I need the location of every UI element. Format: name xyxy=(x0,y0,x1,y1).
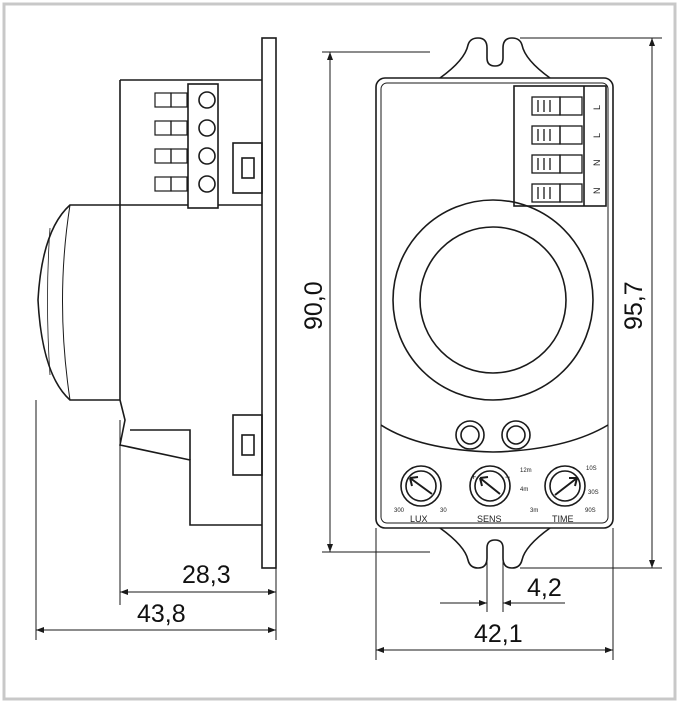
dim-front-height: 90,0 xyxy=(300,281,328,330)
time-knob xyxy=(544,465,586,507)
sens-mark-top: 12m xyxy=(520,468,532,474)
side-dimensions xyxy=(35,400,277,640)
plus-sign: + xyxy=(471,472,476,482)
time-label: TIME xyxy=(552,514,574,524)
lux-min: 300 xyxy=(394,508,405,514)
time-mark-right: 30S xyxy=(588,490,599,496)
time-mark-bottom-left: 3m xyxy=(530,508,538,514)
lower-clip xyxy=(232,414,263,476)
dim-slot-width: 4,2 xyxy=(527,574,562,602)
front-view xyxy=(375,37,614,569)
sens-label: SENS xyxy=(477,514,502,524)
lens-dome xyxy=(37,204,120,401)
svg-text:N: N xyxy=(592,188,602,195)
side-view xyxy=(37,37,277,569)
dim-front-total-height: 95,7 xyxy=(620,281,648,330)
lux-max: 30 xyxy=(440,508,447,514)
front-dimensions xyxy=(322,37,662,660)
svg-text:L: L xyxy=(592,133,602,138)
dim-side-depth: 28,3 xyxy=(182,561,231,589)
lux-knob xyxy=(400,465,442,507)
dim-side-total: 43,8 xyxy=(137,600,186,628)
bottom-mounting-tab xyxy=(439,527,551,569)
svg-text:N: N xyxy=(592,160,602,167)
upper-clip xyxy=(232,142,263,194)
svg-text:L: L xyxy=(592,105,602,110)
time-mark-top: 10S xyxy=(586,466,597,472)
sens-mark-bottom: 4m xyxy=(520,487,528,493)
minus-sign: − xyxy=(505,472,510,482)
led-left xyxy=(455,420,485,450)
sens-knob xyxy=(469,465,511,507)
time-mark-bottom-right: 90S xyxy=(585,508,596,514)
mounting-plate xyxy=(261,37,277,569)
dim-front-width: 42,1 xyxy=(474,620,523,648)
lux-label: LUX xyxy=(410,514,428,524)
top-mounting-tab xyxy=(439,37,551,79)
terminal-labels: L L N N xyxy=(592,105,602,194)
sensor-lens-ring xyxy=(392,199,594,401)
control-panel xyxy=(380,424,609,453)
led-right xyxy=(501,420,531,450)
sensor-lens xyxy=(419,226,567,374)
